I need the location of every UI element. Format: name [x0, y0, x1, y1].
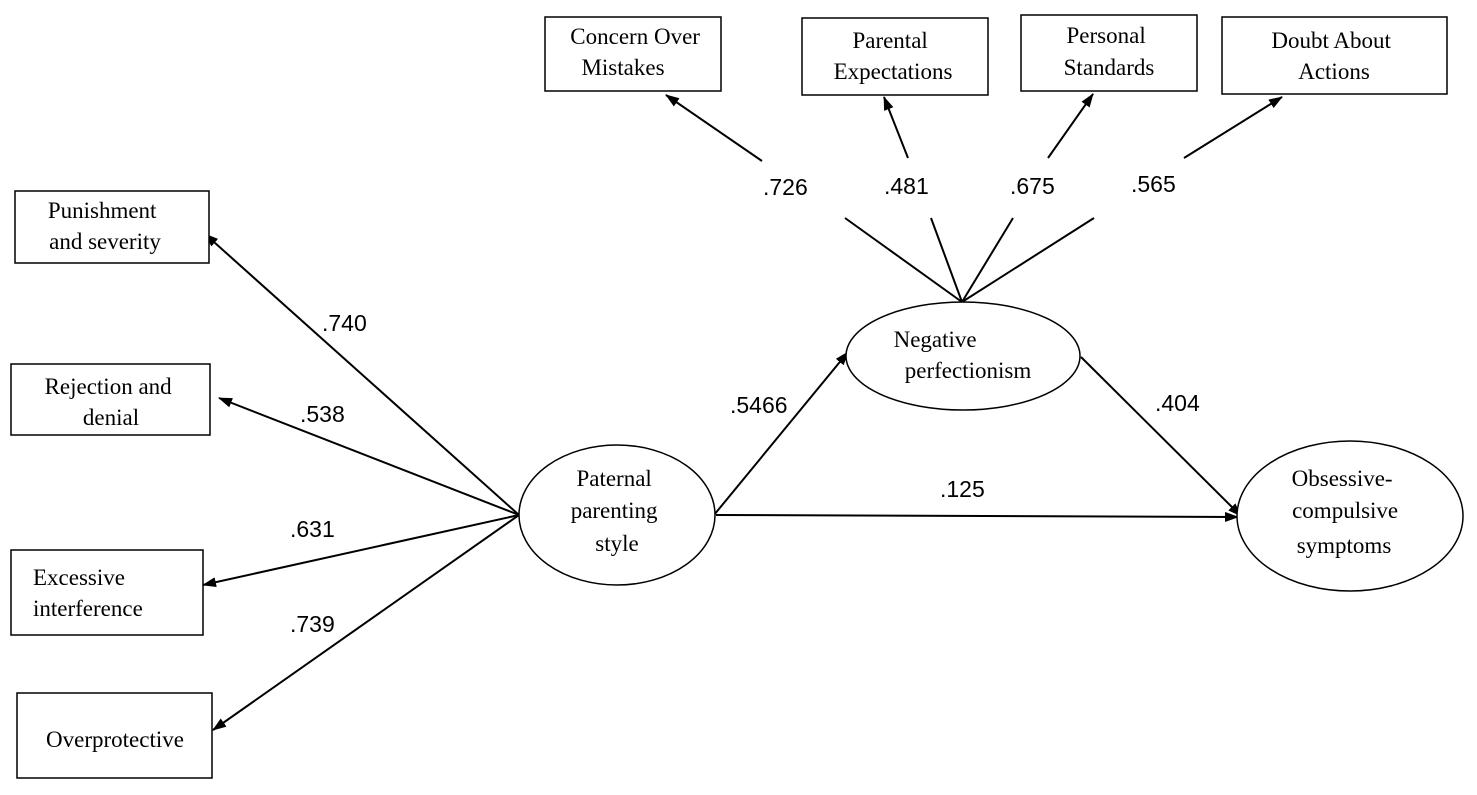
- path-paternal-to-punishment: [204, 233, 520, 516]
- indicator-box-doubt: Doubt About Actions: [1221, 16, 1448, 95]
- latent-obsessive-compulsive-symptoms: Obsessive- compulsive symptoms: [1236, 440, 1464, 592]
- indicator-box-overprotective: Overprotective: [16, 692, 213, 779]
- coef-perfectionism-to-ocd: .404: [1155, 390, 1200, 416]
- coef-overprotective: .739: [290, 611, 335, 637]
- box-standards-line-2: Standards: [1064, 55, 1155, 80]
- svg-text:Paternal parenting: Paternal parenting style: [571, 466, 664, 556]
- path-paternal-to-perfectionism: [713, 351, 849, 516]
- box-punishment-line-1: Punishment: [48, 198, 157, 223]
- coef-punishment: .740: [322, 310, 367, 336]
- path-perfectionism-to-ocd: [1080, 356, 1242, 517]
- indicator-box-rejection: Rejection and denial: [10, 363, 211, 436]
- svg-text:Excessive interference: Excessive interference: [33, 565, 143, 621]
- box-punishment-line-2: and severity: [49, 229, 161, 254]
- path-perfectionism-to-expectations-lower: [930, 217, 963, 303]
- latent-paternal-line-2: parenting: [571, 498, 658, 523]
- box-overprotective-line-1: Overprotective: [46, 727, 184, 752]
- path-perfectionism-to-doubt-lower: [961, 217, 1095, 303]
- svg-text:Concern Over Mistakes: Concern Over Mistakes: [570, 24, 705, 80]
- svg-text:Punishment and severity: Punishment and severity: [48, 198, 162, 254]
- box-standards-line-1: Personal: [1067, 23, 1146, 48]
- coef-standards: .675: [1010, 173, 1055, 199]
- latent-ocd-line-3: symptoms: [1297, 533, 1392, 558]
- box-doubt-line-2: Actions: [1298, 59, 1370, 84]
- latent-perfectionism-line-2: perfectionism: [905, 358, 1032, 383]
- box-concern-line-1: Concern Over: [570, 24, 700, 49]
- indicator-box-expectations: Parental Expectations: [801, 17, 989, 96]
- latent-perfectionism-line-1: Negative: [894, 327, 977, 352]
- box-rejection-line-2: denial: [83, 405, 139, 430]
- svg-text:Overprotective: Overprotective: [46, 727, 184, 752]
- box-concern-line-2: Mistakes: [581, 55, 664, 80]
- coef-paternal-to-perfectionism: .5466: [730, 392, 788, 418]
- coef-paternal-to-ocd: .125: [940, 476, 985, 502]
- coefficients: .740 .538 .631 .739 .726 .481 .675 .565 …: [290, 171, 1200, 637]
- path-paternal-to-rejection: [218, 397, 520, 516]
- coef-doubt: .565: [1131, 171, 1176, 197]
- path-perfectionism-to-standards-lower: [961, 217, 1014, 303]
- latent-paternal-line-3: style: [595, 531, 638, 556]
- indicator-box-concern: Concern Over Mistakes: [544, 16, 722, 92]
- box-expectations-line-1: Parental: [852, 28, 927, 53]
- coef-interference: .631: [290, 516, 335, 542]
- indicator-box-punishment: Punishment and severity: [14, 190, 210, 264]
- indicator-box-standards: Personal Standards: [1020, 14, 1198, 92]
- path-perfectionism-to-expectations-upper: [883, 96, 909, 159]
- coef-expectations: .481: [884, 173, 929, 199]
- svg-text:Personal Standards: Personal Standards: [1064, 23, 1155, 80]
- path-perfectionism-to-doubt-upper: [1183, 96, 1283, 159]
- svg-text:Doubt About Actions: Doubt About Actions: [1271, 28, 1396, 84]
- path-paternal-to-interference: [202, 514, 520, 588]
- path-paternal-to-ocd: [715, 511, 1239, 522]
- box-interference-line-2: interference: [33, 596, 143, 621]
- coef-concern: .726: [763, 174, 808, 200]
- latent-negative-perfectionism: Negative perfectionism: [845, 301, 1081, 411]
- box-interference-line-1: Excessive: [33, 565, 125, 590]
- latent-paternal-line-1: Paternal: [576, 466, 651, 491]
- box-rejection-line-1: Rejection and: [45, 374, 173, 399]
- paths: [202, 93, 1283, 731]
- path-perfectionism-to-concern-lower: [844, 217, 963, 303]
- box-expectations-line-2: Expectations: [834, 59, 953, 84]
- latent-ocd-line-1: Obsessive-: [1292, 466, 1393, 491]
- box-doubt-line-1: Doubt About: [1271, 28, 1391, 53]
- path-perfectionism-to-standards-upper: [1047, 93, 1094, 159]
- coef-rejection: .538: [300, 401, 345, 427]
- svg-text:Parental Expectations: Parental Expectations: [834, 28, 953, 84]
- path-perfectionism-to-concern-upper: [665, 94, 763, 162]
- svg-text:Obsessive- compulsive: Obsessive- compulsive symptoms: [1292, 466, 1404, 558]
- svg-text:Negative perfectionism: Negative perfectionism: [894, 327, 1032, 383]
- path-paternal-to-overprotective: [212, 514, 520, 731]
- latent-ocd-line-2: compulsive: [1292, 498, 1398, 523]
- latent-paternal-parenting-style: Paternal parenting style: [518, 444, 716, 586]
- svg-text:Rejection and denial: Rejection and denial: [45, 374, 178, 430]
- indicator-box-interference: Excessive interference: [10, 549, 204, 636]
